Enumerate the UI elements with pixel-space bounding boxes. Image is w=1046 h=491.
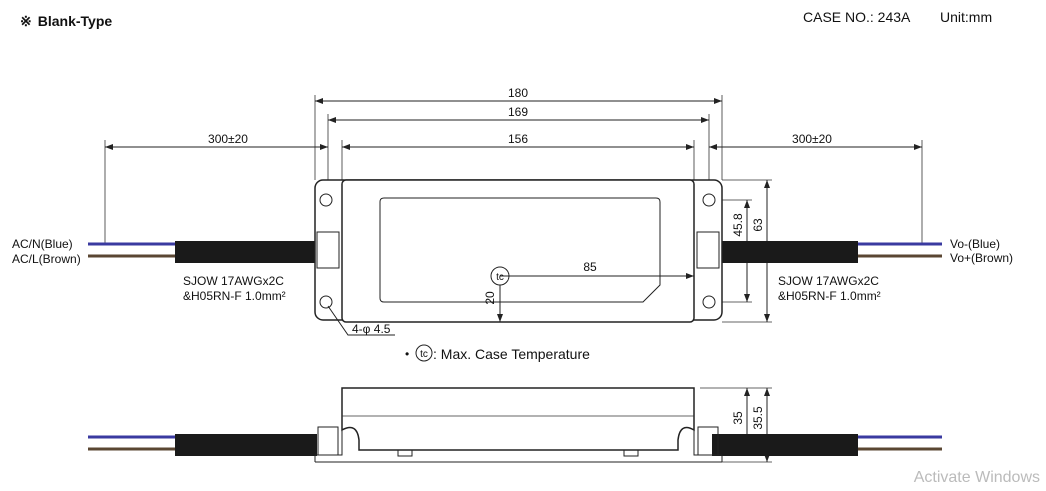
mount-hole-icon [702, 193, 716, 207]
ac-l-label: AC/L(Brown) [12, 252, 81, 266]
cable-spec-right: SJOW 17AWGx2C [778, 274, 879, 288]
watermark: Activate Windows [913, 469, 1040, 486]
unit: Unit:mm [940, 9, 992, 25]
cable-spec-left: SJOW 17AWGx2C [183, 274, 284, 288]
svg-text:: Max. Case Temperature: : Max. Case Temperature [433, 346, 590, 362]
dim-45-8: 45.8 [731, 213, 745, 237]
tc-marker-icon [490, 266, 510, 286]
mount-hole-icon [319, 295, 333, 309]
dim-63: 63 [751, 218, 765, 232]
ac-n-label: AC/N(Blue) [12, 237, 73, 251]
dim-180: 180 [508, 86, 528, 100]
dim-20: 20 [483, 291, 497, 305]
side-view [88, 387, 942, 463]
holes-label: 4-φ 4.5 [352, 322, 391, 336]
dim-right-cable: 300±20 [792, 132, 832, 146]
top-view-body: tc 85 20 4-φ 4.5 [314, 179, 723, 336]
dim-35: 35 [731, 411, 745, 425]
case-number: CASE NO.: 243A [803, 9, 911, 25]
legend: • tc : Max. Case Temperature [405, 344, 590, 362]
cable-spec-left-2: &H05RN-F 1.0mm² [183, 289, 286, 303]
mount-hole-icon [702, 295, 716, 309]
dim-left-cable: 300±20 [208, 132, 248, 146]
svg-text:•: • [405, 347, 409, 361]
vo-neg-label: Vo-(Blue) [950, 237, 1000, 251]
dim-35-5: 35.5 [751, 406, 765, 430]
vo-pos-label: Vo+(Brown) [950, 251, 1013, 265]
dim-156: 156 [508, 132, 528, 146]
top-view-wires [88, 241, 942, 263]
svg-text:tc: tc [420, 349, 428, 360]
title: ※Blank-Type [20, 13, 112, 29]
dim-85: 85 [583, 260, 597, 274]
cable-spec-right-2: &H05RN-F 1.0mm² [778, 289, 881, 303]
svg-text:tc: tc [496, 272, 504, 283]
tc-icon [415, 344, 433, 362]
dim-169: 169 [508, 105, 528, 119]
mount-hole-icon [319, 193, 333, 207]
